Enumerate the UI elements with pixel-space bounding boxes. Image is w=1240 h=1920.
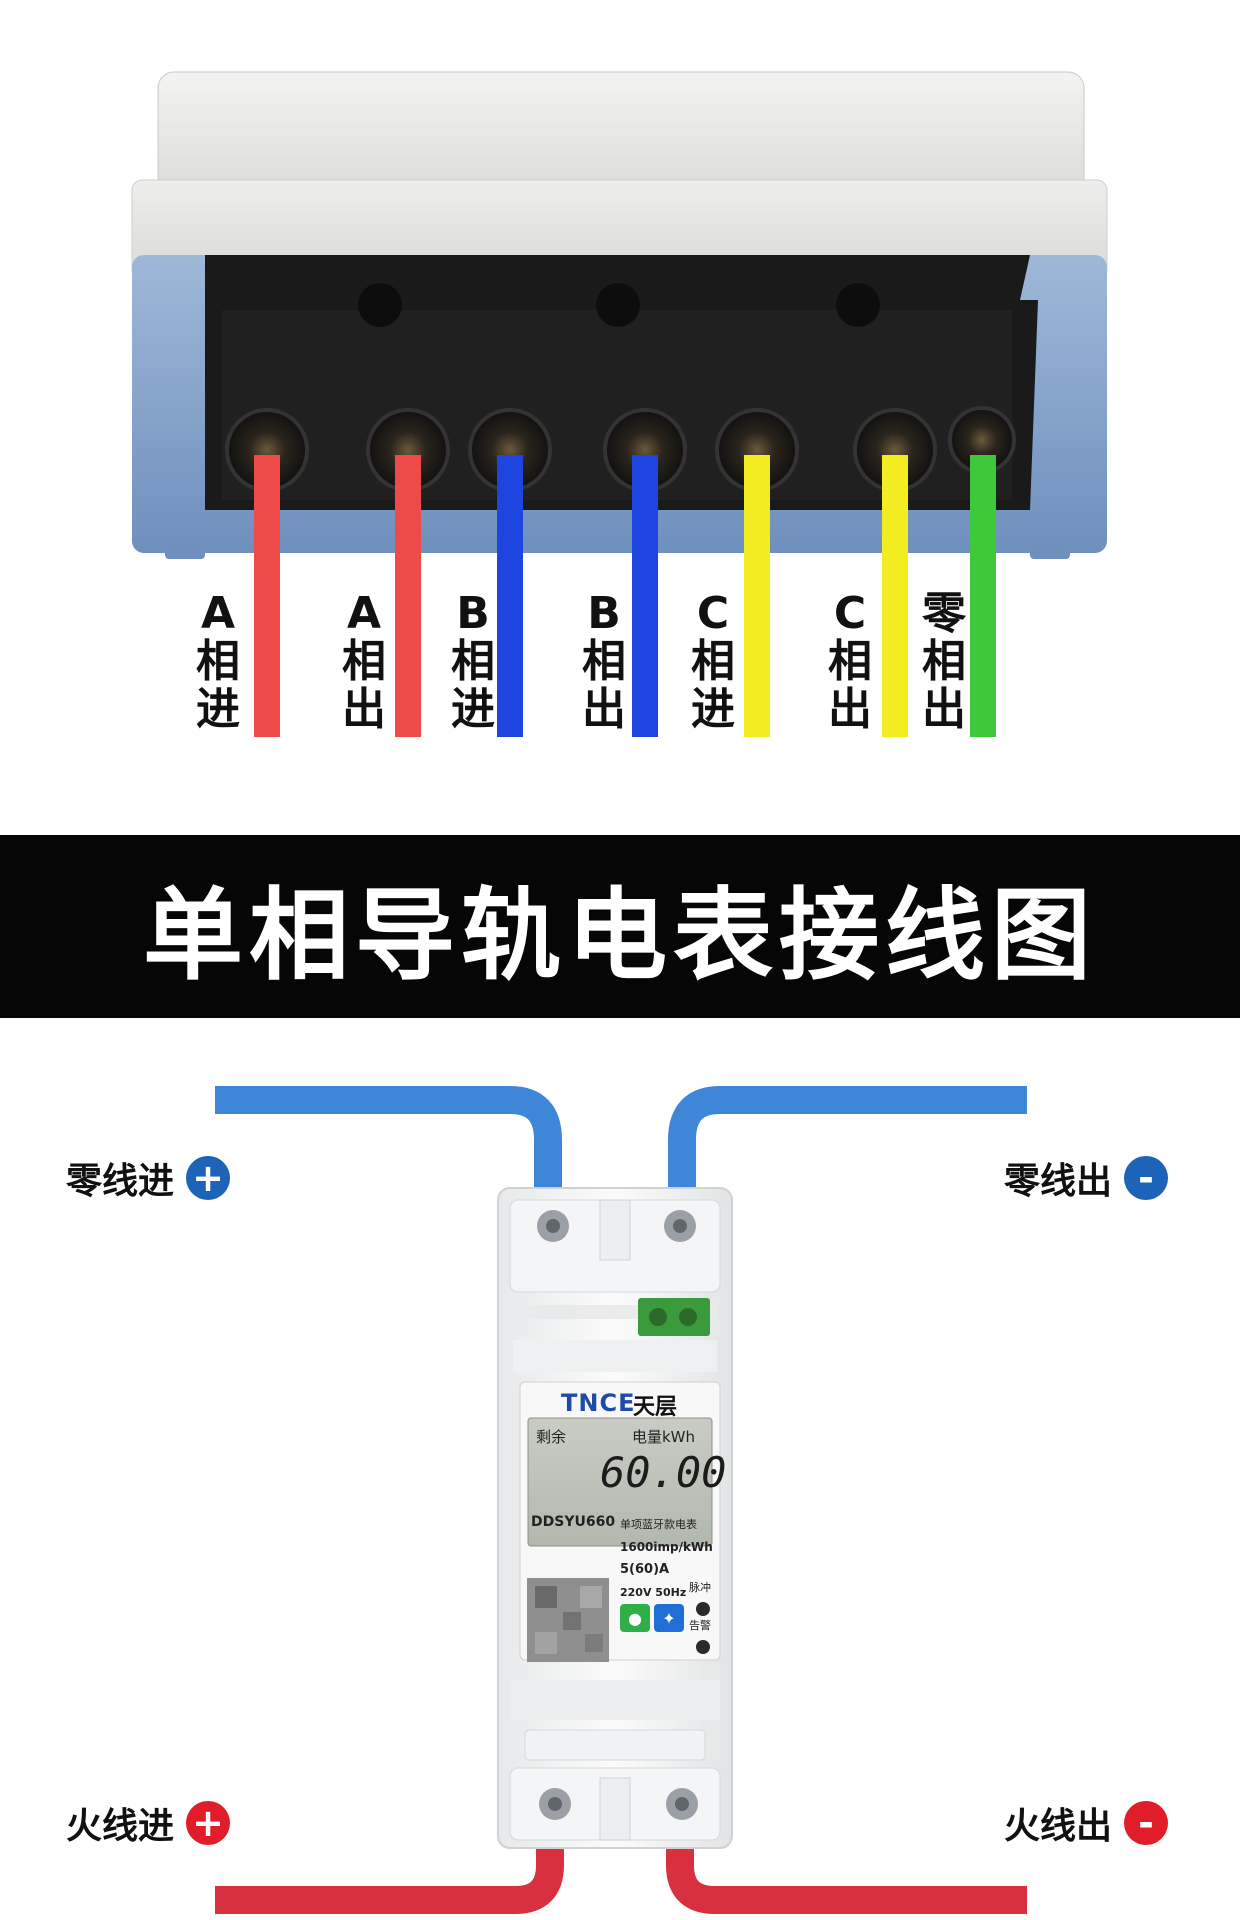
title-banner: 单相导轨电表接线图 <box>0 835 1240 1018</box>
live-in-text: 火线进 <box>66 1806 175 1847</box>
meter-brand-latin: TNCE <box>561 1389 636 1417</box>
indicator-pulse-label: 脉冲 <box>689 1581 711 1594</box>
banner-title: 单相导轨电表接线图 <box>143 877 1097 994</box>
wechat-icon: ● <box>620 1604 650 1632</box>
plus-icon: + <box>186 1156 231 1200</box>
spec-current: 5(60)A <box>620 1562 670 1577</box>
neutral-out-label: 零线出 - <box>1004 1152 1169 1204</box>
spec-imp: 1600imp/kWh <box>620 1540 713 1554</box>
din-meter-illustration <box>215 1086 1027 1914</box>
app-icon: ✦ <box>654 1604 684 1632</box>
meter-model-desc: 单项蓝牙款电表 <box>620 1518 697 1531</box>
neutral-out-text: 零线出 <box>1004 1161 1113 1202</box>
spec-voltage: 220V 50Hz <box>620 1586 687 1599</box>
lcd-reading: 60.00 <box>600 1448 727 1497</box>
wire-label-n-out: 零相出 <box>922 588 966 735</box>
live-out-text: 火线出 <box>1004 1806 1113 1847</box>
live-in-label: 火线进 + <box>66 1797 231 1849</box>
neutral-in-label: 零线进 + <box>66 1152 231 1204</box>
minus-icon: - <box>1124 1801 1169 1845</box>
minus-icon: - <box>1124 1156 1169 1200</box>
terminal-block-illustration <box>131 71 1108 737</box>
meter-model: DDSYU660 <box>531 1514 616 1530</box>
meter-brand-cn: 天层 <box>633 1395 678 1420</box>
indicator-alarm-label: 告警 <box>689 1619 711 1632</box>
neutral-in-text: 零线进 <box>66 1161 175 1202</box>
live-out-label: 火线出 - <box>1004 1797 1169 1849</box>
plus-icon: + <box>186 1801 231 1845</box>
lcd-right-label: 电量kWh <box>632 1428 696 1446</box>
lcd-left-label: 剩余 <box>536 1428 567 1446</box>
